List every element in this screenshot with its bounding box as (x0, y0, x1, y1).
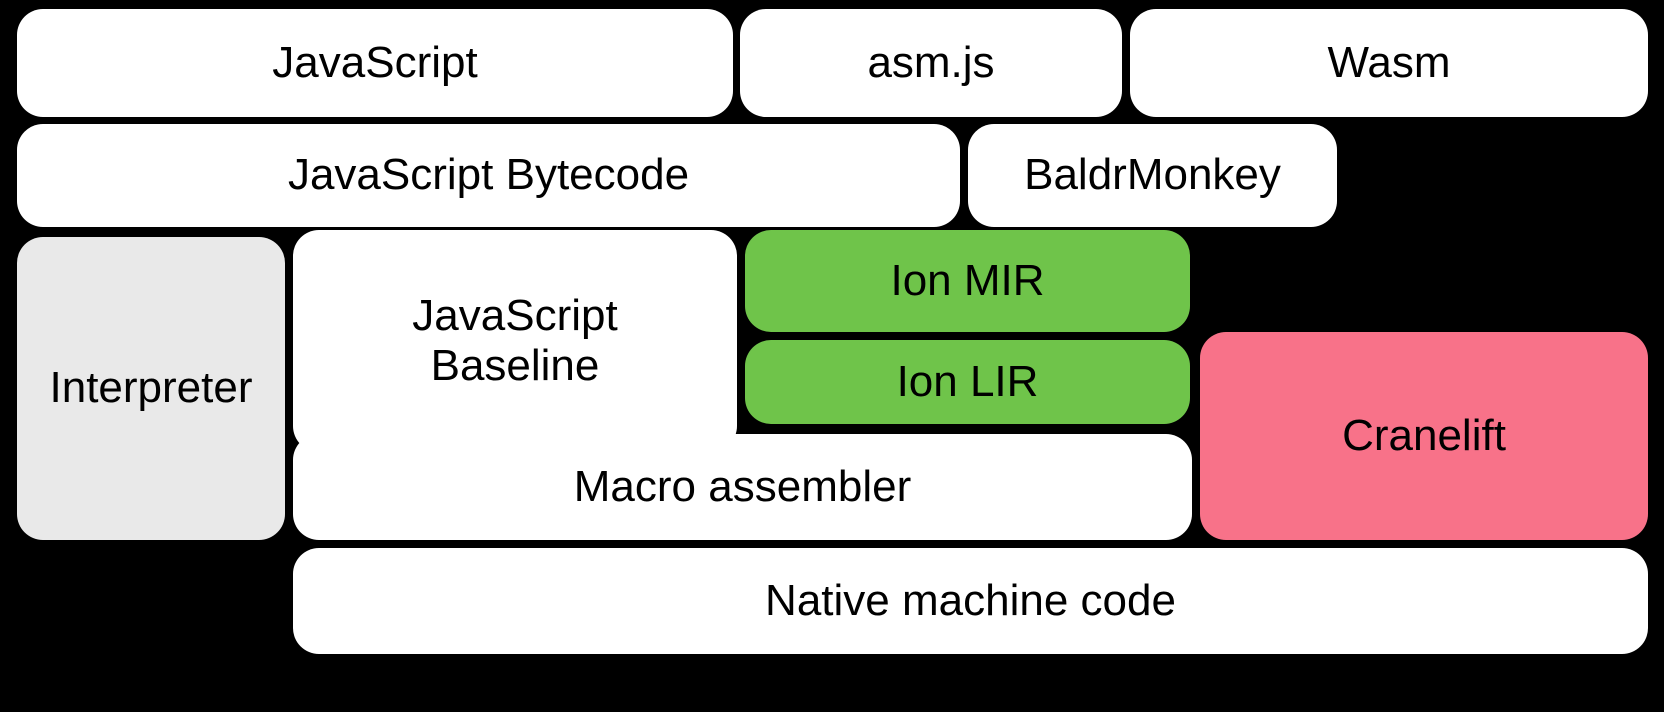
node-ion-mir: Ion MIR (745, 230, 1190, 332)
node-javascript-bytecode: JavaScript Bytecode (17, 124, 960, 227)
node-ion-lir: Ion LIR (745, 340, 1190, 424)
node-baldrmonkey: BaldrMonkey (968, 124, 1337, 227)
node-asm-js: asm.js (740, 9, 1122, 117)
node-macro-assembler: Macro assembler (293, 434, 1192, 540)
node-javascript: JavaScript (17, 9, 733, 117)
node-native-machine-code: Native machine code (293, 548, 1648, 654)
node-javascript-baseline: JavaScript Baseline (293, 230, 737, 452)
node-wasm: Wasm (1130, 9, 1648, 117)
node-interpreter: Interpreter (17, 237, 285, 540)
node-cranelift: Cranelift (1200, 332, 1648, 540)
